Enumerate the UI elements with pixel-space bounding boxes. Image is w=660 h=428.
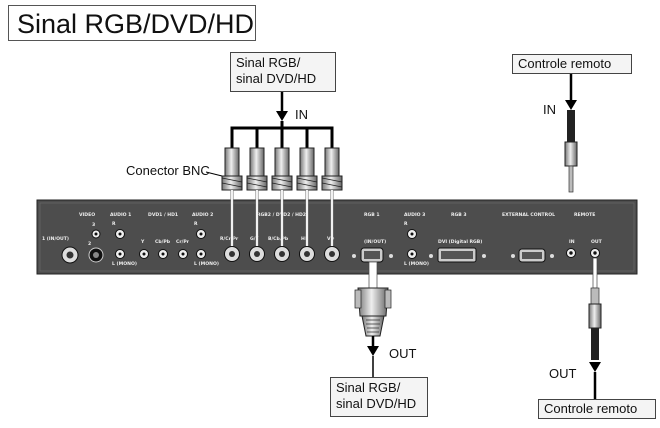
panel-label-video: VIDEO: [79, 212, 95, 218]
panel-label-l-mono-2: L (MONO): [194, 261, 219, 267]
panel-label-remote: REMOTE: [574, 212, 595, 218]
panel-label-audio1: AUDIO 1: [110, 212, 131, 218]
signal-source-box: Sinal RGB/ sinal DVD/HD: [230, 52, 336, 92]
panel-label-y: Y: [140, 239, 145, 245]
rgb2-bnc-jack-b: [274, 246, 290, 262]
out-label-remote: OUT: [549, 366, 577, 381]
remote-control-out-box: Controle remoto: [538, 399, 656, 419]
bnc-connector-5: [321, 147, 343, 191]
audio3-l-jack: [407, 249, 417, 259]
panel-label-audio3: AUDIO 3: [404, 212, 425, 218]
audio3-r-jack: [407, 229, 417, 239]
panel-label-cr-pr: Cr/Pr: [176, 239, 190, 245]
panel-label-in-out-1: 1 (IN/OUT): [42, 236, 69, 242]
remote-out-arrow: [589, 362, 601, 372]
rgb1-dsub-port: [352, 247, 393, 263]
panel-label-hd: HD: [301, 236, 309, 242]
panel-label-remote-in: IN: [569, 239, 575, 245]
remote-in-jack: [566, 248, 576, 258]
signal-in-arrow: [276, 111, 288, 121]
panel-label-r-cr-pr: R/Cr/Pr: [220, 236, 239, 242]
signal-output-line-1: Sinal RGB/: [336, 380, 401, 395]
panel-label-external-control: EXTERNAL CONTROL: [502, 212, 555, 218]
rgb2-bnc-jack-r: [224, 246, 240, 262]
panel-label-l-mono-3: L (MONO): [404, 261, 429, 267]
audio1-l-jack: [115, 249, 125, 259]
rgb2-bnc-jack-hd: [299, 246, 315, 262]
video-rca-jack-3: [91, 229, 101, 239]
bnc-cable-harness: [230, 121, 334, 148]
bnc-connector-4: [296, 147, 318, 191]
page-title: Sinal RGB/DVD/HD: [8, 5, 256, 41]
signal-source-line-1: Sinal RGB/: [236, 55, 301, 70]
video-svideo-jack: [88, 247, 104, 263]
bnc-connector-3: [271, 147, 293, 191]
audio2-r-jack: [196, 229, 206, 239]
panel-label-num-2: 2: [88, 241, 91, 247]
bnc-label-pointer: [205, 171, 223, 177]
rgb2-bnc-jack-g: [249, 246, 265, 262]
bnc-connector-1: [221, 147, 243, 191]
external-control-port: [511, 248, 554, 263]
dvi-port: [429, 247, 486, 263]
dvd1-cb-jack: [158, 249, 168, 259]
bnc-connector-label: Conector BNC: [126, 163, 210, 178]
signal-out-arrow: [367, 346, 379, 356]
in-label-remote: IN: [543, 102, 556, 117]
rgb1-cable-plug: [354, 261, 392, 337]
panel-label-dvi: DVI (Digital RGB): [438, 239, 482, 245]
signal-output-line-2: sinal DVD/HD: [336, 396, 417, 411]
panel-label-g-y: G/Y: [250, 236, 259, 242]
panel-label-rgb1-in-out: (IN/OUT): [364, 239, 386, 245]
dvd1-y-jack: [139, 249, 149, 259]
audio2-l-jack: [196, 249, 206, 259]
out-label-signal: OUT: [389, 346, 417, 361]
panel-label-l-mono-1: L (MONO): [112, 261, 137, 267]
remote-out-plug: [588, 257, 602, 360]
bnc-cable-outlines: [230, 190, 334, 247]
bnc-connector-2: [246, 147, 268, 191]
panel-label-remote-out: OUT: [591, 239, 603, 245]
dvd1-cr-jack: [178, 249, 188, 259]
video-bnc-jack-1: [61, 246, 79, 264]
remote-in-plug: [564, 110, 578, 193]
bnc-cable-wires: [230, 190, 334, 247]
remote-control-in-box: Controle remoto: [512, 54, 632, 74]
in-label-signal: IN: [295, 107, 308, 122]
panel-label-r-1: R: [112, 221, 116, 227]
signal-output-box: Sinal RGB/ sinal DVD/HD: [330, 377, 428, 417]
audio1-r-jack: [115, 229, 125, 239]
panel-label-audio2: AUDIO 2: [192, 212, 213, 218]
panel-label-r-3: R: [404, 221, 408, 227]
panel-label-r-2: R: [194, 221, 198, 227]
rgb2-bnc-jack-vd: [324, 246, 340, 262]
panel-label-rgb1: RGB 1: [364, 212, 380, 218]
signal-source-line-2: sinal DVD/HD: [236, 71, 317, 86]
remote-in-arrow: [565, 100, 577, 110]
panel-label-cb-pb: Cb/Pb: [155, 239, 171, 245]
panel-label-num-3: 3: [92, 222, 95, 228]
panel-label-dvd1-hd1: DVD1 / HD1: [148, 212, 178, 218]
panel-label-rgb3: RGB 3: [451, 212, 467, 218]
panel-label-b-cb-pb: B/Cb/Pb: [268, 236, 289, 242]
remote-out-jack: [590, 248, 600, 258]
